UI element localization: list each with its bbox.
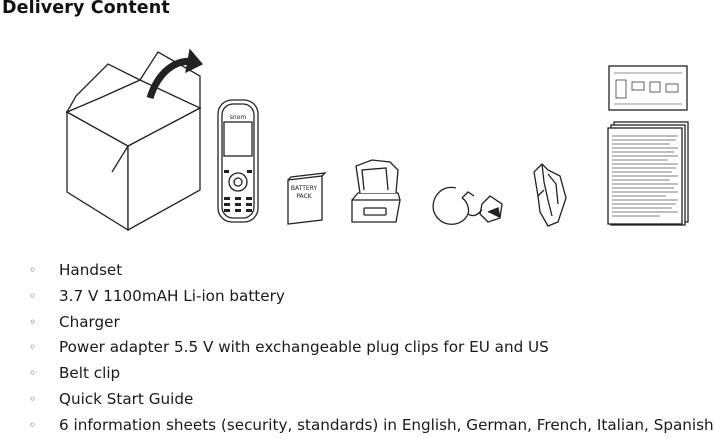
bullet-icon: ◦ — [29, 263, 37, 277]
handset-logo-text: snom — [230, 114, 247, 121]
battery-label-line2: PACK — [296, 193, 312, 200]
belt-clip-illustration — [533, 163, 567, 227]
bullet-icon: ◦ — [29, 314, 37, 329]
list-item-text: Power adapter 5.5 V with exchangeable pl… — [59, 338, 549, 357]
bullet-icon: ◦ — [29, 366, 37, 381]
page-title: Delivery Content — [2, 0, 170, 18]
quick-start-guide-illustration — [608, 65, 688, 111]
bullet-icon: ◦ — [29, 340, 37, 355]
bullet-icon: ◦ — [29, 288, 37, 303]
list-item-text: Charger — [59, 312, 120, 331]
battery-label-line1: BATTERY — [291, 185, 318, 192]
list-item-text: 6 information sheets (security, standard… — [59, 415, 714, 434]
list-item-text: 3.7 V 1100mAH Li-ion battery — [59, 286, 285, 305]
list-item-text: Belt clip — [59, 364, 121, 383]
power-adapter-illustration — [432, 186, 503, 225]
bullet-icon: ◦ — [29, 417, 37, 432]
box-illustration — [65, 48, 204, 232]
handset-illustration: snom — [217, 99, 259, 223]
delivery-content-illustration: snom BATTERY PACK — [65, 48, 689, 232]
charger-illustration — [351, 159, 401, 223]
list-item-text: Quick Start Guide — [59, 389, 194, 408]
list-item-text: Handset — [59, 261, 123, 279]
information-sheets-illustration — [607, 121, 689, 226]
bullet-icon: ◦ — [29, 391, 37, 406]
battery-pack-illustration: BATTERY PACK — [287, 172, 327, 225]
